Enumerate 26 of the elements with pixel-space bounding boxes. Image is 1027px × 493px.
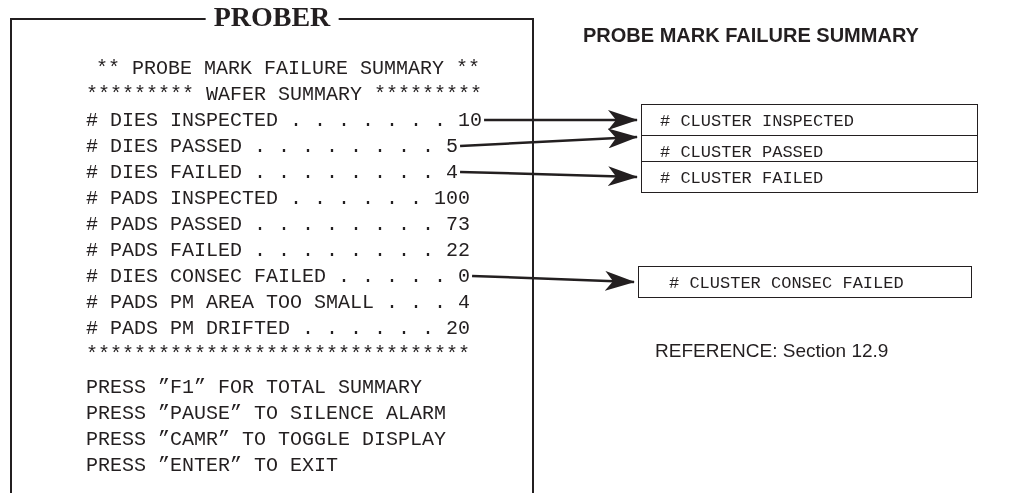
display-field: # CLUSTER PASSED [641, 135, 978, 162]
display-field: # CLUSTER INSPECTED [641, 104, 978, 136]
arrow [460, 128, 638, 149]
screen-line: PRESS ”CAMR” TO TOGGLE DISPLAY [86, 429, 447, 451]
screen-line: ** PROBE MARK FAILURE SUMMARY ** [96, 58, 481, 80]
display-field: # CLUSTER FAILED [641, 161, 978, 193]
screen-line: # PADS PM AREA TOO SMALL . . . 4 [86, 292, 471, 314]
display-field: # CLUSTER CONSEC FAILED [638, 266, 972, 298]
arrow [484, 110, 638, 130]
screen-line: # DIES FAILED . . . . . . . . 4 [86, 162, 459, 184]
screen-line: # PADS PM DRIFTED . . . . . . 20 [86, 318, 471, 340]
screen-line: # PADS PASSED . . . . . . . . 73 [86, 214, 471, 236]
screen-line: # DIES CONSEC FAILED . . . . . 0 [86, 266, 471, 288]
screen-line: # PADS INSPECTED . . . . . . 100 [86, 188, 471, 210]
screen-line: PRESS ”PAUSE” TO SILENCE ALARM [86, 403, 447, 425]
diagram-title: PROBE MARK FAILURE SUMMARY [583, 24, 919, 47]
screen-line: PRESS ”F1” FOR TOTAL SUMMARY [86, 377, 423, 399]
screen-line: # DIES PASSED . . . . . . . . 5 [86, 136, 459, 158]
arrow [472, 270, 635, 291]
screen-line: PRESS ”ENTER” TO EXIT [86, 455, 339, 477]
screen-line: # PADS FAILED . . . . . . . . 22 [86, 240, 471, 262]
arrow [460, 166, 638, 187]
reference-note: REFERENCE: Section 12.9 [655, 340, 889, 362]
screen-line: # DIES INSPECTED . . . . . . . 10 [86, 110, 483, 132]
screen-line: ******************************** [86, 344, 471, 366]
screen-line: ********* WAFER SUMMARY ********* [86, 84, 483, 106]
